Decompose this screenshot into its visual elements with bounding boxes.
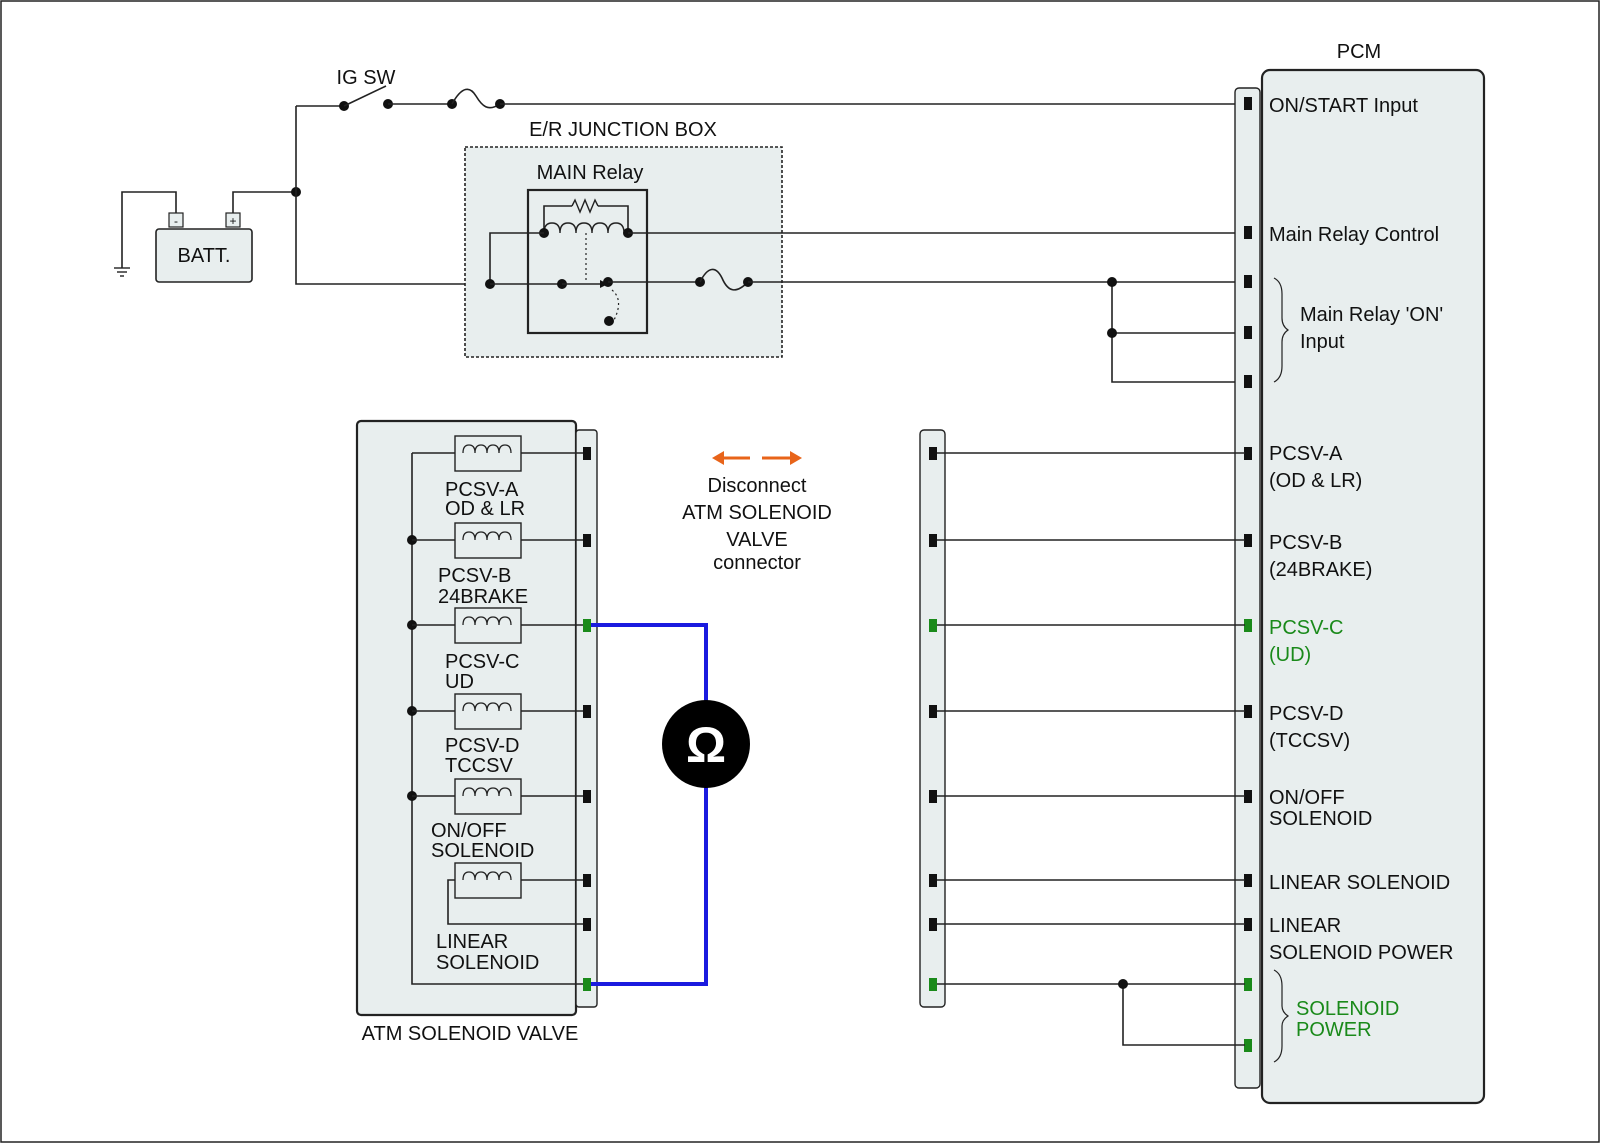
pin-on-start-label: ON/START Input (1269, 95, 1418, 117)
solenoid-onoff-icon (412, 778, 583, 815)
main-relay (526, 188, 649, 335)
solenoid-linear-label: LINEAR (436, 931, 508, 953)
battery: - + BATT. (155, 212, 253, 283)
pcm-label: PCM (1337, 41, 1381, 63)
solenoid-pcsv-c-label-2: UD (445, 671, 474, 693)
solenoid-onoff-label-2: SOLENOID (431, 840, 534, 862)
solenoid-pcsv-d-label-2: TCCSV (445, 755, 513, 777)
pin-linear-label: LINEAR SOLENOID (1269, 872, 1450, 894)
pin-onoff-label-2: SOLENOID (1269, 808, 1372, 830)
brace-icon (1273, 277, 1290, 383)
solenoid-onoff-label: ON/OFF (431, 820, 507, 842)
measurement-lead (591, 623, 708, 986)
pin-main-relay-on-label: Main Relay 'ON' (1300, 304, 1443, 326)
pcm-pins (1244, 97, 1252, 1052)
solenoid-pcsv-b-icon (412, 522, 583, 559)
disconnect-arrow-icon (712, 451, 802, 465)
battery-minus-label: - (174, 214, 178, 228)
pin-solenoid-power-label-2: POWER (1296, 1019, 1372, 1041)
pin-linear-power-label: LINEAR (1269, 915, 1341, 937)
pin-main-relay-on-label-2: Input (1300, 331, 1345, 353)
pin-pcsv-d-label: PCSV-D (1269, 703, 1343, 725)
ig-feed-wire (295, 106, 490, 285)
ohm-symbol: Ω (686, 717, 726, 773)
instruction-line-4: connector (713, 552, 801, 574)
pin-pcsv-c-label-2: (UD) (1269, 644, 1311, 666)
battery-label: BATT. (178, 245, 231, 267)
ohmmeter-icon: Ω (662, 700, 750, 788)
solenoid-pcsv-c-icon (412, 607, 583, 644)
battery-plus-label: + (229, 214, 236, 228)
main-relay-label: MAIN Relay (537, 162, 644, 184)
solenoid-pcsv-b-label: PCSV-B (438, 565, 511, 587)
atm-pins (583, 447, 591, 991)
pin-solenoid-power-label: SOLENOID (1296, 998, 1399, 1020)
solenoid-pcsv-a-icon (412, 435, 583, 472)
pin-pcsv-b-label: PCSV-B (1269, 532, 1342, 554)
relay-switch-icon (490, 277, 620, 326)
pcm-connector (1234, 87, 1261, 1089)
atm-solenoid-connector (575, 429, 598, 1008)
harness-connector (919, 429, 946, 1008)
pin-pcsv-a-label: PCSV-A (1269, 443, 1343, 465)
harness-wires (937, 452, 1245, 1046)
junction-box-label: E/R JUNCTION BOX (529, 119, 717, 141)
solenoid-pcsv-a-label: PCSV-A (445, 479, 519, 501)
harness-pins (929, 447, 937, 991)
solenoid-linear-label-2: SOLENOID (436, 952, 539, 974)
atm-solenoid-valve-label: ATM SOLENOID VALVE (362, 1023, 579, 1045)
pin-linear-power-label-2: SOLENOID POWER (1269, 942, 1453, 964)
solenoid-pcsv-d-label: PCSV-D (445, 735, 519, 757)
pin-pcsv-c-label: PCSV-C (1269, 617, 1343, 639)
junction-box (464, 146, 783, 358)
solenoid-pcsv-d-icon (412, 693, 583, 730)
solenoid-pcsv-b-label-2: 24BRAKE (438, 586, 528, 608)
pin-pcsv-b-label-2: (24BRAKE) (1269, 559, 1372, 581)
pin-main-relay-control-label: Main Relay Control (1269, 224, 1439, 246)
solenoid-pcsv-c-label: PCSV-C (445, 651, 519, 673)
instruction-line-1: Disconnect (708, 475, 807, 497)
instruction-line-2: ATM SOLENOID (682, 502, 832, 524)
pcm-box (1260, 68, 1486, 1105)
ground-icon (114, 191, 177, 277)
pin-onoff-label: ON/OFF (1269, 787, 1345, 809)
brace-icon-2 (1273, 969, 1290, 1063)
solenoid-linear-icon (447, 862, 583, 925)
pin-pcsv-d-label-2: (TCCSV) (1269, 730, 1350, 752)
battery-positive-wire (232, 191, 296, 213)
solenoid-pcsv-a-label-2: OD & LR (445, 498, 525, 520)
pin-pcsv-a-label-2: (OD & LR) (1269, 470, 1362, 492)
ig-sw-label: IG SW (337, 67, 396, 89)
instruction-line-3: VALVE (726, 529, 788, 551)
